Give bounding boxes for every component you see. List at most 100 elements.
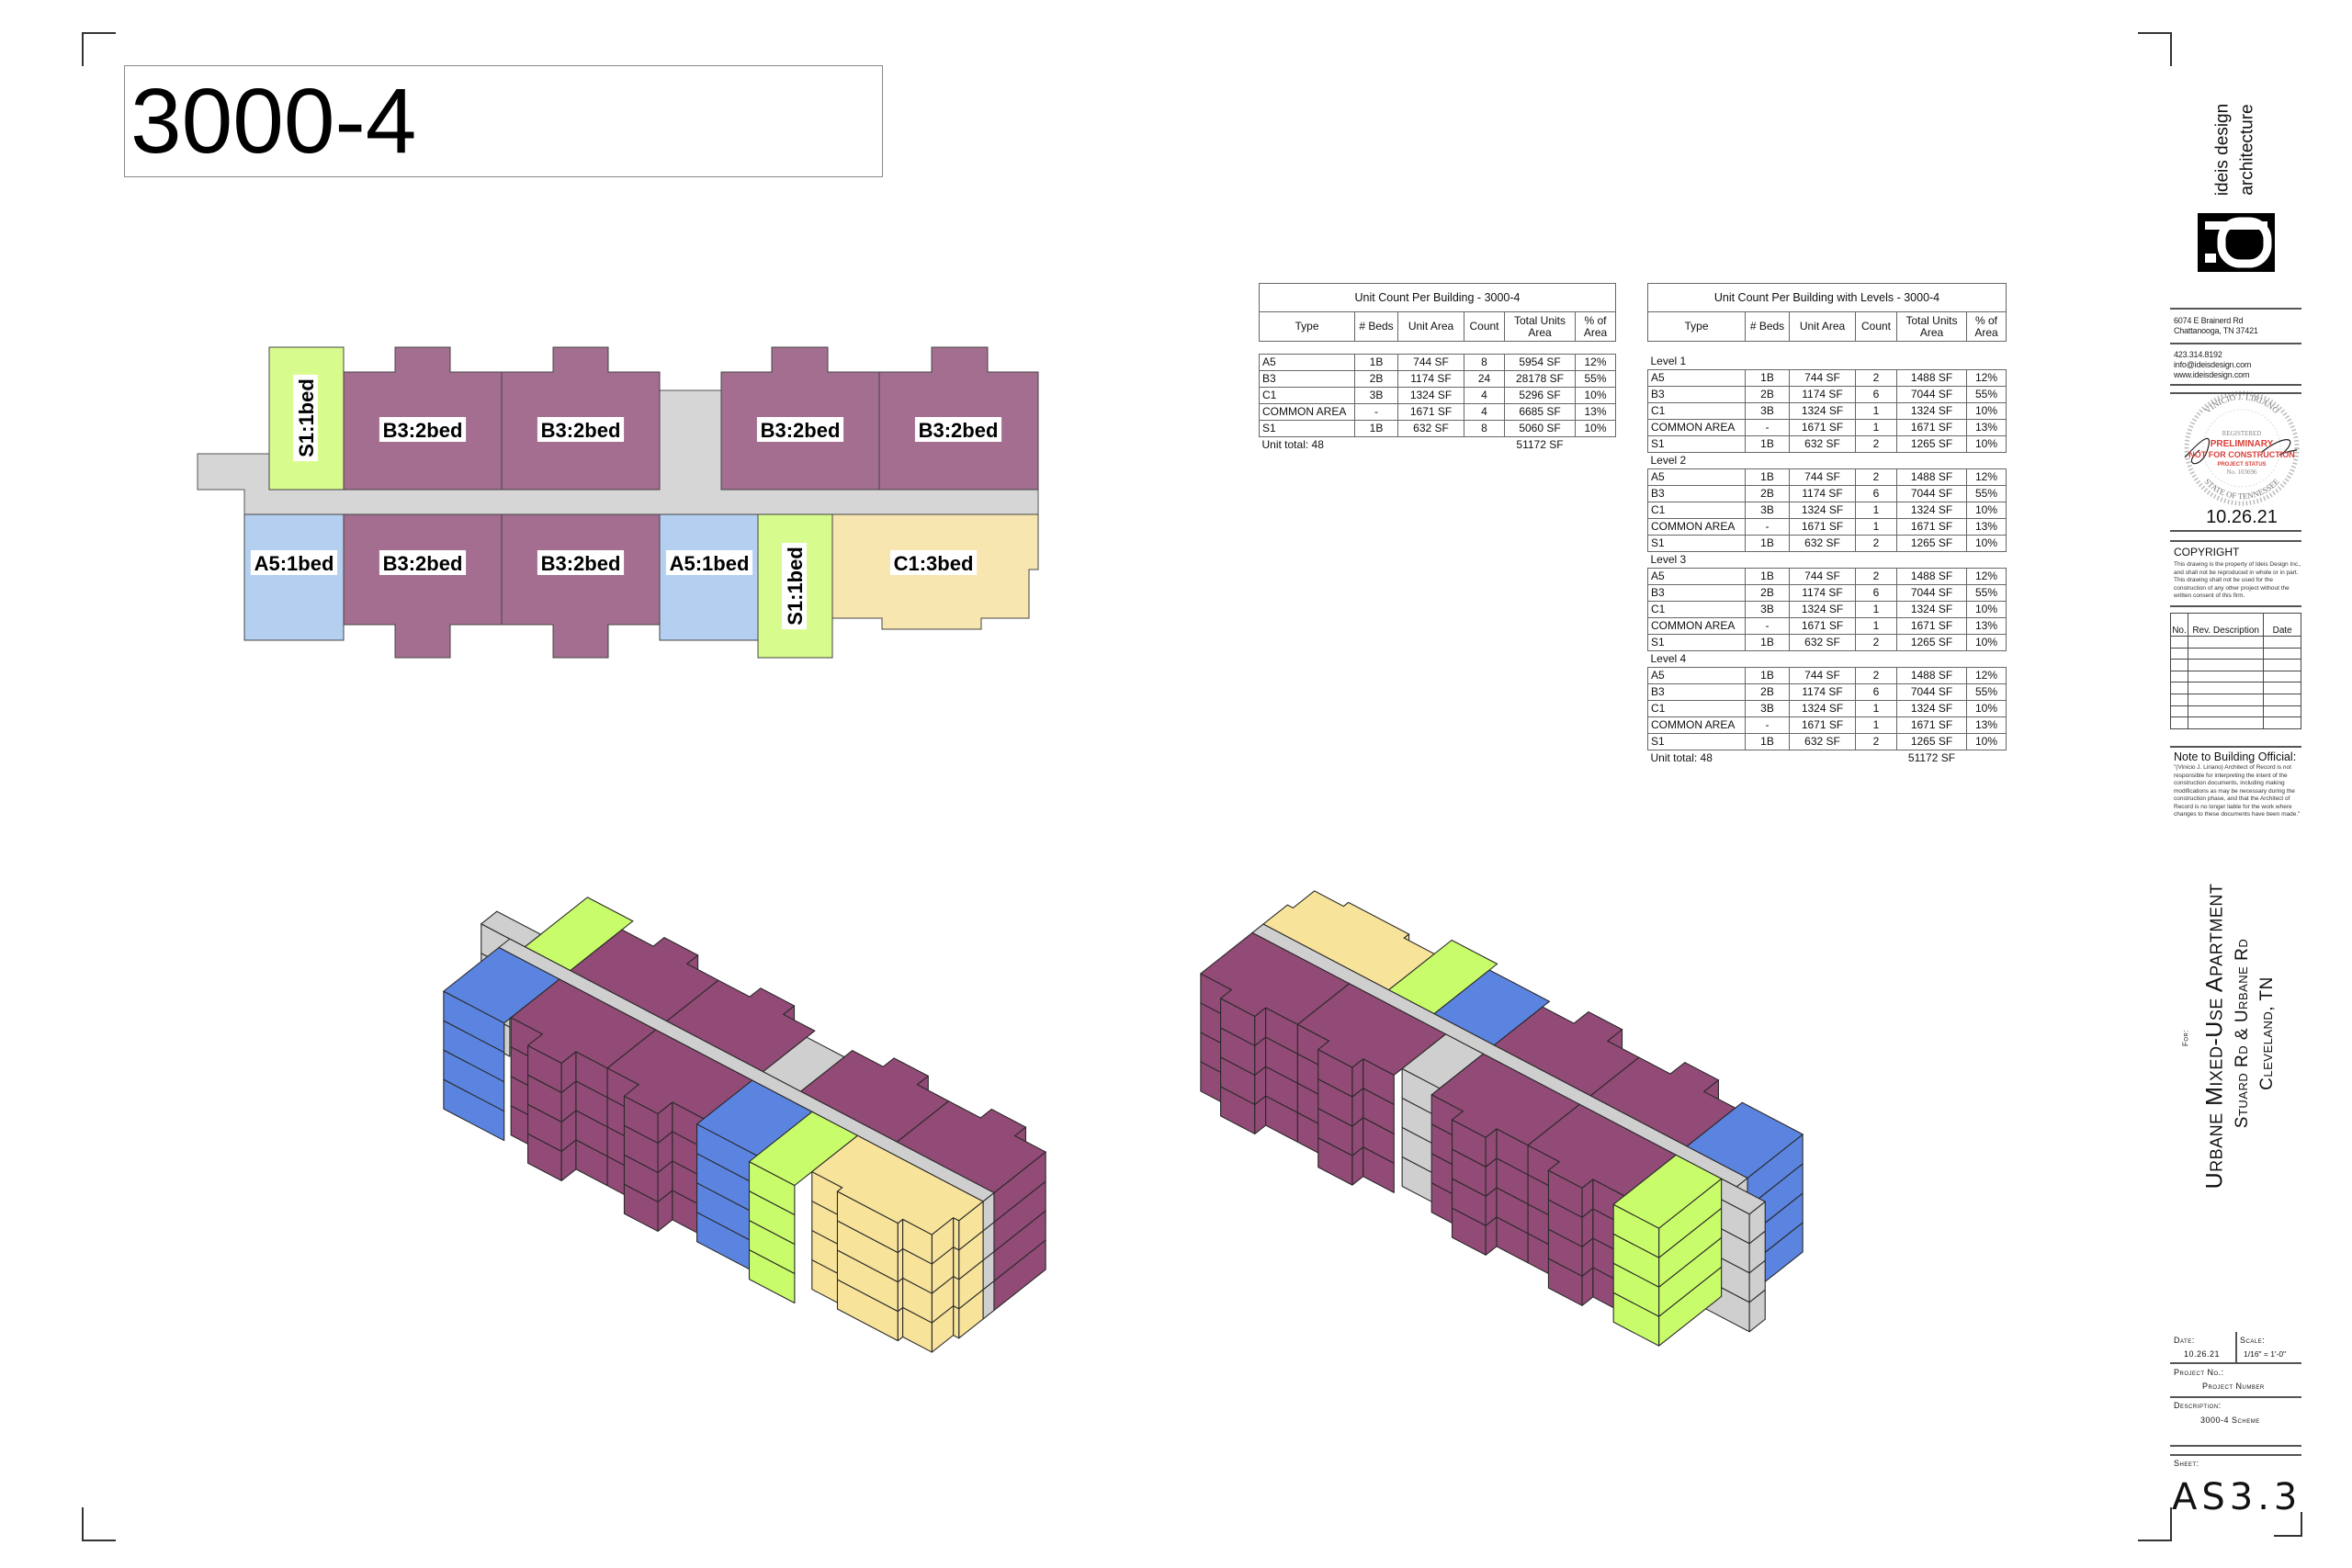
iso-wall-face xyxy=(897,1247,904,1283)
table-cell: 6 xyxy=(1855,485,1897,502)
seal-number-text: No. 103696 xyxy=(2226,468,2257,476)
label-background xyxy=(889,550,978,575)
table-cell: 2B xyxy=(1745,683,1790,701)
table-cell: 1488 SF xyxy=(1896,369,1967,387)
unit-label-text: B3:2bed xyxy=(919,419,999,442)
table-cell: 1324 SF xyxy=(1789,502,1856,519)
label-background xyxy=(379,550,467,575)
table-cell: 4 xyxy=(1464,403,1505,421)
plan-unit-label: A5:1bed xyxy=(665,550,753,575)
corner-mark-bottom-right xyxy=(2138,1507,2172,1541)
iso-roof-face xyxy=(1612,1154,1723,1229)
table-cell: 3B xyxy=(1745,601,1790,618)
table-cell: 1671 SF xyxy=(1896,716,1967,734)
iso-wall-face xyxy=(897,1306,904,1342)
table-cell: S1 xyxy=(1647,634,1746,651)
unit-label-text: C1:3bed xyxy=(894,552,974,575)
table-cell: 2 xyxy=(1855,634,1897,651)
table-cell: 1488 SF xyxy=(1896,667,1967,684)
unit-label-text: A5:1bed xyxy=(254,552,334,575)
plan-unit-label: A5:1bed xyxy=(250,550,338,575)
divider xyxy=(2170,746,2301,748)
firm-email[interactable]: info@ideisdesign.com xyxy=(2174,360,2252,369)
table-cell: 1 xyxy=(1855,700,1897,717)
table-cell: 10% xyxy=(1966,535,2007,552)
table-cell: C1 xyxy=(1647,700,1746,717)
signature-left xyxy=(2184,437,2211,465)
table-cell: 10% xyxy=(1966,733,2007,750)
firm-address: 6074 E Brainerd Rd Chattanooga, TN 37421 xyxy=(2174,316,2258,336)
unit-total: Unit total: 48 xyxy=(1650,751,1713,764)
unit-label-text: B3:2bed xyxy=(761,419,841,442)
table-cell: 1174 SF xyxy=(1789,386,1856,403)
plan-unit-label: B3:2bed xyxy=(379,550,467,575)
table-cell: 1265 SF xyxy=(1896,535,1967,552)
scale-label: Scale: xyxy=(2240,1336,2266,1345)
iso-block-b3 xyxy=(1430,1053,1581,1264)
divider xyxy=(2170,1454,2301,1456)
table-cell: 1488 SF xyxy=(1896,568,1967,585)
table-cell: 13% xyxy=(1966,419,2007,436)
column-header: Unit Area xyxy=(1397,311,1464,342)
table-cell: 1174 SF xyxy=(1397,370,1464,388)
revision-row xyxy=(2170,659,2301,671)
stamp-not-for-construction-text: NOT FOR CONSTRUCTION xyxy=(2188,450,2295,459)
level-label: Level 3 xyxy=(1650,553,1687,566)
iso-wall-face xyxy=(897,1218,904,1254)
table-cell: 744 SF xyxy=(1789,667,1856,684)
table-cell: - xyxy=(1745,419,1790,436)
table-cell: C1 xyxy=(1647,402,1746,420)
plan-unit-label: B3:2bed xyxy=(379,417,467,442)
table-cell: 5060 SF xyxy=(1504,420,1576,437)
table-cell: 1671 SF xyxy=(1789,716,1856,734)
table-cell: 1671 SF xyxy=(1397,403,1464,421)
label-background xyxy=(914,417,1002,442)
table-cell: 2 xyxy=(1855,535,1897,552)
seal-name-text: VINICIO J. LIRIANO xyxy=(2203,392,2281,415)
copyright-text: This drawing is the property of Ideis De… xyxy=(2174,561,2301,599)
plan-unit-b3 xyxy=(501,513,661,659)
table-cell: 1324 SF xyxy=(1397,387,1464,404)
table-cell: 2 xyxy=(1855,733,1897,750)
table-cell: 7044 SF xyxy=(1896,386,1967,403)
seal-inner-ring xyxy=(2202,409,2281,488)
table-cell: A5 xyxy=(1647,568,1746,585)
logo-i-dot xyxy=(2205,254,2216,263)
table-cell: 1 xyxy=(1855,716,1897,734)
date-value: 10.26.21 xyxy=(2184,1349,2221,1359)
column-header: Type xyxy=(1647,311,1746,342)
column-header: Unit Area xyxy=(1789,311,1856,342)
project-no-label: Project No.: xyxy=(2174,1368,2224,1377)
table-cell: 1671 SF xyxy=(1789,617,1856,635)
iso-roof-face xyxy=(748,1111,859,1187)
seal-registered-text: REGISTERED xyxy=(2222,430,2262,437)
table-cell: 12% xyxy=(1966,568,2007,585)
table-cell: 10% xyxy=(1966,502,2007,519)
table-cell: 6 xyxy=(1855,683,1897,701)
divider xyxy=(2170,343,2301,344)
table-cell: 1324 SF xyxy=(1789,700,1856,717)
rev-header-date: Date xyxy=(2263,613,2301,637)
divider xyxy=(2170,530,2301,532)
firm-website[interactable]: www.ideisdesign.com xyxy=(2174,370,2250,379)
table-cell: 1671 SF xyxy=(1789,518,1856,536)
table-cell: 632 SF xyxy=(1789,733,1856,750)
firm-name-line1: ideis design xyxy=(2212,103,2233,197)
divider xyxy=(2170,384,2301,386)
scale-value: 1/16" = 1'-0" xyxy=(2244,1349,2287,1359)
label-background xyxy=(293,374,318,462)
level-label: Level 2 xyxy=(1650,454,1687,467)
table-cell: 1265 SF xyxy=(1896,634,1967,651)
table-cell: 1265 SF xyxy=(1896,435,1967,453)
titleblock-corner-mark xyxy=(2274,1512,2302,1537)
table-cell: 1324 SF xyxy=(1896,700,1967,717)
